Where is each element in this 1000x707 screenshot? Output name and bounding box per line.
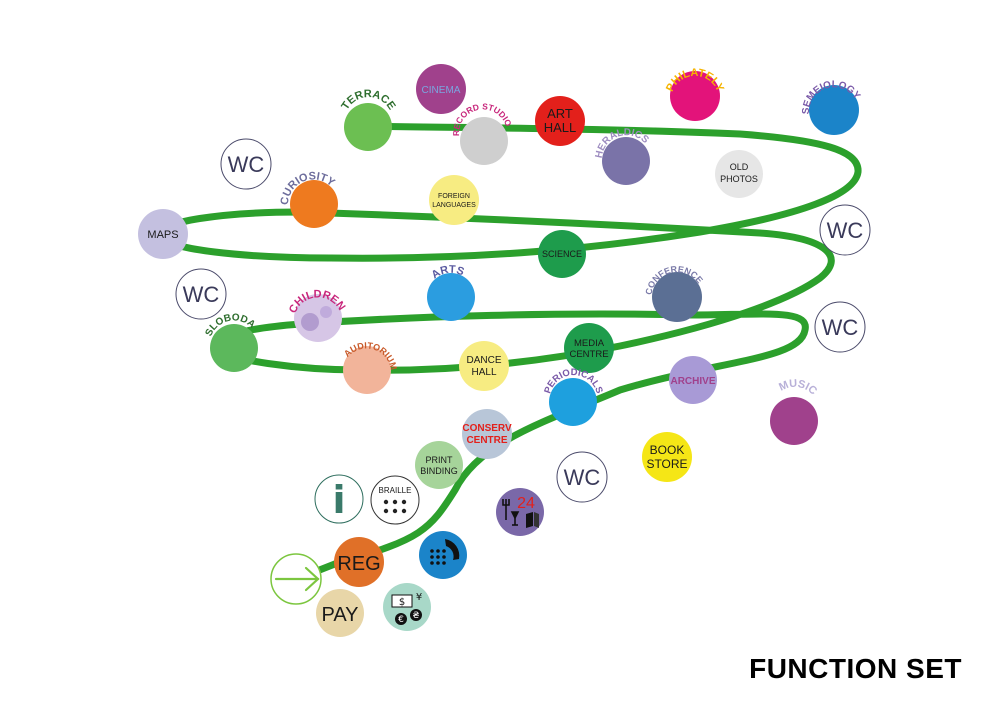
currency-node: $ ¥ € ₴: [383, 583, 431, 631]
phone-node: [419, 531, 467, 579]
entry-arrow-node: [270, 553, 322, 605]
info-icon: i: [332, 478, 345, 522]
circulation-path: [154, 122, 862, 584]
print-binding-label-2: BINDING: [420, 466, 458, 476]
arts-node: ARTS: [427, 264, 475, 321]
conserv-centre-label-2: CENTRE: [466, 435, 507, 446]
children-node: CHILDREN: [287, 288, 347, 342]
book-icon: [526, 512, 539, 528]
science-node: SCIENCE: [538, 230, 586, 278]
svg-text:¥: ¥: [416, 592, 422, 603]
svg-text:$: $: [399, 597, 405, 608]
music-node: MUSIC: [770, 378, 819, 445]
arrow-right-icon: [274, 566, 320, 592]
print-binding-node: PRINT BINDING: [415, 441, 463, 489]
pay-label: PAY: [321, 604, 358, 626]
print-binding-label-1: PRINT: [426, 455, 454, 465]
old-photos-node: OLD PHOTOS: [715, 150, 763, 198]
art-hall-node: ART HALL: [535, 96, 585, 146]
cinema-label: CINEMA: [422, 85, 461, 96]
svg-text:MUSIC: MUSIC: [777, 378, 819, 398]
art-hall-label-2: HALL: [544, 120, 577, 135]
old-photos-label-2: PHOTOS: [720, 174, 758, 184]
science-label: SCIENCE: [542, 249, 582, 259]
wc-node-5: WC: [556, 451, 608, 503]
old-photos-label-1: OLD: [730, 162, 749, 172]
wc-node-3: WC: [175, 268, 227, 320]
curiosity-node: CURIOSITY: [279, 170, 338, 228]
media-centre-label-2: CENTRE: [569, 349, 608, 360]
euro-coin-icon: [395, 613, 407, 625]
keypad-icon: [430, 549, 446, 565]
foreign-languages-label-1: FOREIGN: [438, 193, 470, 200]
braille-label: BRAILLE: [379, 486, 412, 495]
hryvnia-coin-icon: [410, 609, 422, 621]
music-label: MUSIC: [777, 378, 819, 398]
svg-text:WC: WC: [827, 218, 864, 243]
conference-node: CONFERENCE: [643, 264, 705, 322]
wc-node-4: WC: [814, 301, 866, 353]
svg-text:€: €: [398, 615, 404, 625]
maps-label: MAPS: [147, 229, 178, 241]
cafe-24-node: 24: [496, 488, 544, 536]
semeiology-node: SEMEIOLOGY: [801, 79, 862, 135]
maps-node: MAPS: [138, 209, 188, 259]
terrace-node: TERRACE: [339, 88, 398, 151]
svg-text:WC: WC: [564, 465, 601, 490]
svg-text:₴: ₴: [413, 611, 420, 621]
reg-label: REG: [337, 553, 380, 575]
foreign-languages-label-2: LANGUAGES: [432, 202, 476, 209]
archive-node: ARCHIVE: [669, 356, 717, 404]
braille-dots-icon: [383, 499, 407, 514]
auditorium-node: AUDITORIUM: [342, 340, 399, 394]
info-node: i: [314, 474, 364, 524]
record-studio-node: RECORD STUDIO: [451, 101, 514, 165]
sloboda-node: SLOBODA: [204, 312, 258, 372]
wc-label: WC: [228, 152, 265, 177]
cinema-node: CINEMA: [416, 64, 466, 114]
heraldics-node: HERALDICS: [594, 127, 651, 185]
svg-text:WC: WC: [183, 282, 220, 307]
philately-node: PHILATELY: [664, 67, 726, 121]
conserv-centre-node: CONSERV CENTRE: [462, 409, 512, 459]
book-store-label-1: BOOK: [650, 443, 685, 457]
wc-node-1: WC: [220, 138, 272, 190]
reg-node: REG: [334, 537, 384, 587]
svg-text:WC: WC: [822, 315, 859, 340]
conserv-centre-label-1: CONSERV: [462, 423, 512, 434]
pay-node: PAY: [316, 589, 364, 637]
dance-hall-label-2: HALL: [471, 367, 496, 378]
dance-hall-node: DANCE HALL: [459, 341, 509, 391]
cafe-24-label: 24: [517, 495, 535, 512]
banknote-icon: [391, 594, 413, 608]
art-hall-label-1: ART: [547, 106, 573, 121]
media-centre-label-1: MEDIA: [574, 338, 605, 349]
book-store-node: BOOK STORE: [642, 432, 692, 482]
archive-label: ARCHIVE: [670, 376, 715, 387]
wc-node-2: WC: [819, 204, 871, 256]
fork-glass-icon: [502, 499, 520, 526]
media-centre-node: MEDIA CENTRE: [564, 323, 614, 373]
foreign-languages-node: FOREIGN LANGUAGES: [429, 175, 479, 225]
diagram-title: FUNCTION SET: [749, 653, 962, 684]
phone-handset-icon: [445, 539, 460, 560]
dance-hall-label-1: DANCE: [466, 355, 501, 366]
book-store-label-2: STORE: [646, 457, 687, 471]
braille-node: BRAILLE: [370, 475, 420, 525]
